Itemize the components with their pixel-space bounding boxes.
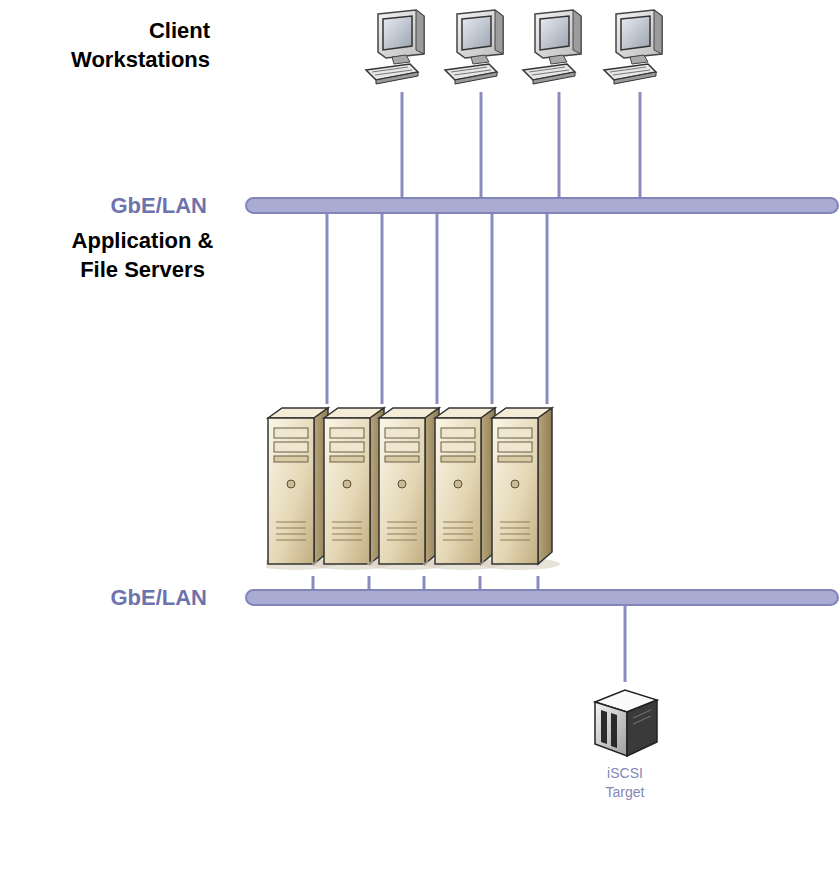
network-link [537, 576, 540, 589]
workstation-icons [355, 6, 690, 92]
network-link [436, 214, 439, 404]
network-label: GbE/LAN [110, 583, 207, 612]
network-link [639, 92, 642, 197]
lan-bus: GbE/LAN [245, 589, 839, 606]
device-group: Application & File Servers [266, 404, 606, 576]
network-link [326, 214, 329, 404]
network-link [401, 92, 404, 197]
network-link [558, 92, 561, 197]
network-label: GbE/LAN [110, 191, 207, 220]
storage-icon [587, 682, 663, 760]
network-link [624, 606, 627, 682]
group-label: Client Workstations [60, 16, 210, 74]
network-link [381, 214, 384, 404]
network-link [423, 576, 426, 589]
network-link [479, 576, 482, 589]
network-link [368, 576, 371, 589]
device-group: Client Workstations [355, 6, 690, 92]
lan-bus: GbE/LAN [245, 197, 839, 214]
server-icons [266, 404, 606, 576]
network-link [491, 214, 494, 404]
network-link [546, 214, 549, 404]
storage-node: iSCSI Target [587, 682, 663, 802]
group-label: Application & File Servers [60, 226, 225, 284]
network-link [480, 92, 483, 197]
network-link [312, 576, 315, 589]
device-label: iSCSI Target [599, 764, 651, 802]
